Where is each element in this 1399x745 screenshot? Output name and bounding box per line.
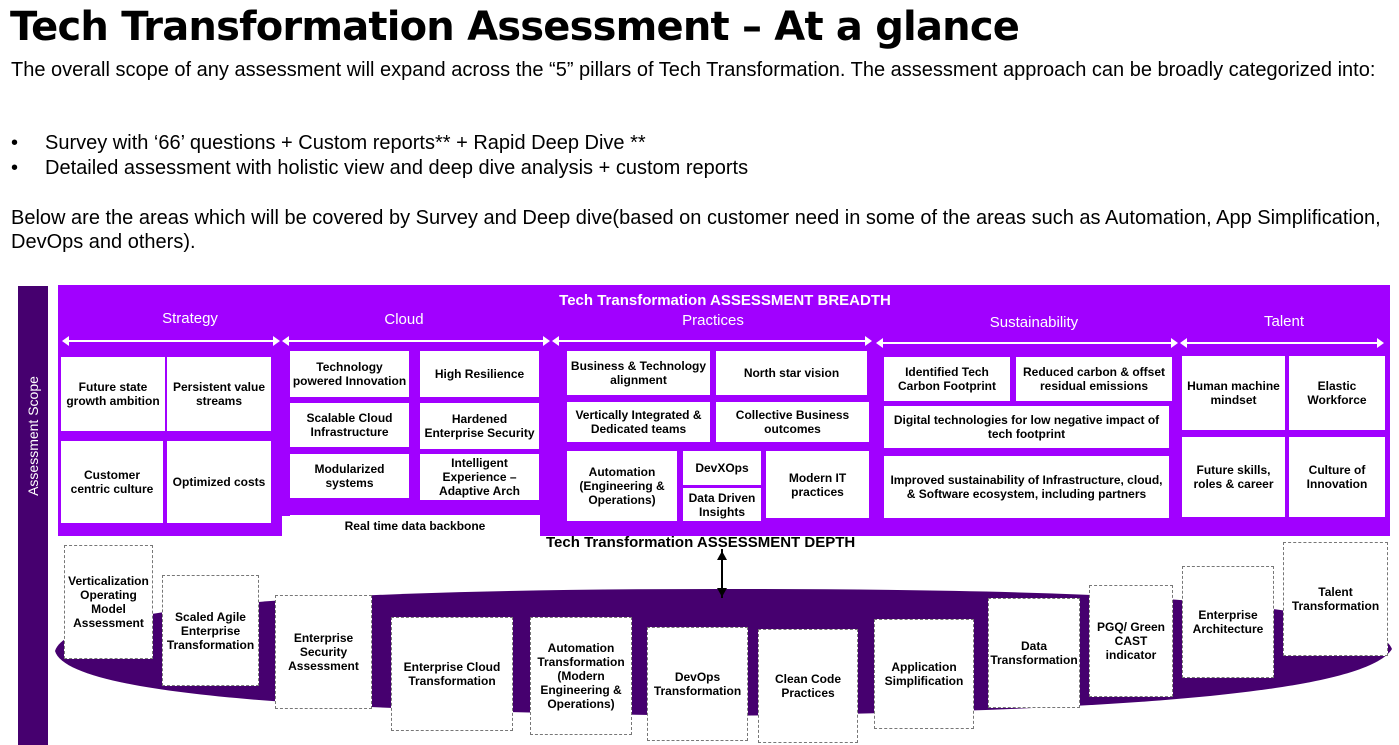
- bullet-item-detailed: • Detailed assessment with holistic view …: [11, 156, 1311, 180]
- depth-item: Talent Transformation: [1283, 542, 1388, 656]
- depth-title: Tech Transformation ASSESSMENT DEPTH: [546, 534, 856, 551]
- practices-item: Business & Technology alignment: [567, 351, 710, 395]
- cloud-span-arrow: [282, 336, 550, 346]
- bullet-dot: •: [11, 132, 19, 154]
- breadth-header-band: [58, 285, 1390, 342]
- practices-item: Modern IT practices: [766, 451, 869, 518]
- bullet-dot: •: [11, 157, 19, 179]
- depth-item: Data Transformation: [988, 598, 1080, 708]
- bullet-text: Survey with ‘66’ questions + Custom repo…: [45, 132, 646, 154]
- depth-item: Scaled Agile Enterprise Transformation: [162, 575, 259, 686]
- depth-item: PGQ/ Green CAST indicator: [1089, 585, 1173, 697]
- breadth-title: Tech Transformation ASSESSMENT BREADTH: [559, 292, 891, 309]
- practices-item: Automation (Engineering & Operations): [567, 451, 677, 521]
- sustainability-item: Reduced carbon & offset residual emissio…: [1016, 357, 1172, 401]
- strategy-item: Future state growth ambition: [61, 357, 165, 431]
- strategy-span-arrow: [62, 336, 280, 346]
- intro-text: The overall scope of any assessment will…: [11, 59, 1376, 81]
- depth-item: Enterprise Architecture: [1182, 566, 1274, 678]
- practices-item: Collective Business outcomes: [716, 402, 869, 442]
- strategy-item: Persistent value streams: [167, 357, 271, 431]
- depth-item: Automation Transformation (Modern Engine…: [530, 617, 632, 735]
- cloud-item: Intelligent Experience – Adaptive Arch: [420, 454, 539, 500]
- depth-item: Enterprise Security Assessment: [275, 595, 372, 709]
- strategy-item: Optimized costs: [167, 441, 271, 523]
- sustainability-item: Improved sustainability of Infrastructur…: [884, 456, 1169, 518]
- strategy-item: Customer centric culture: [61, 441, 163, 523]
- pillar-sustainability: Sustainability: [989, 314, 1079, 331]
- practices-item: Vertically Integrated & Dedicated teams: [567, 402, 710, 442]
- pillar-strategy: Strategy: [162, 310, 218, 327]
- depth-item: DevOps Transformation: [647, 627, 748, 741]
- talent-item: Future skills, roles & career: [1182, 437, 1285, 517]
- cloud-item: Scalable Cloud Infrastructure: [290, 403, 409, 447]
- sustainability-span-arrow: [876, 338, 1178, 348]
- practices-span-arrow: [552, 336, 872, 346]
- depth-item: Application Simplification: [874, 619, 974, 729]
- depth-item: Verticalization Operating Model Assessme…: [64, 545, 153, 659]
- practices-item: DevXOps: [683, 451, 761, 485]
- practices-item: North star vision: [716, 351, 867, 395]
- talent-item: Culture of Innovation: [1289, 437, 1385, 517]
- cloud-item: Technology powered Innovation: [290, 351, 409, 397]
- sustainability-item: Digital technologies for low negative im…: [884, 406, 1169, 448]
- page-title: Tech Transformation Assessment – At a gl…: [10, 4, 1020, 50]
- cloud-item: High Resilience: [420, 351, 539, 397]
- pillar-talent: Talent: [1263, 313, 1305, 330]
- sustainability-item: Identified Tech Carbon Footprint: [884, 357, 1010, 401]
- bullet-text: Detailed assessment with holistic view a…: [45, 157, 749, 179]
- bullet-item-survey: • Survey with ‘66’ questions + Custom rep…: [11, 131, 1311, 155]
- cloud-item-wide: Real time data backbone: [290, 515, 540, 537]
- pillar-cloud: Cloud: [384, 311, 424, 328]
- talent-span-arrow: [1180, 338, 1384, 348]
- depth-item: Enterprise Cloud Transformation: [391, 617, 513, 731]
- cloud-item: Modularized systems: [290, 454, 409, 498]
- talent-item: Elastic Workforce: [1289, 356, 1385, 430]
- cloud-item: Hardened Enterprise Security: [420, 403, 539, 449]
- practices-item: Data Driven Insights: [683, 488, 761, 521]
- depth-item: Clean Code Practices: [758, 629, 858, 743]
- assessment-scope-bar: [18, 286, 48, 745]
- talent-item: Human machine mindset: [1182, 356, 1285, 430]
- coverage-text: Below are the areas which will be covere…: [11, 207, 1381, 253]
- pillar-practices: Practices: [682, 312, 744, 329]
